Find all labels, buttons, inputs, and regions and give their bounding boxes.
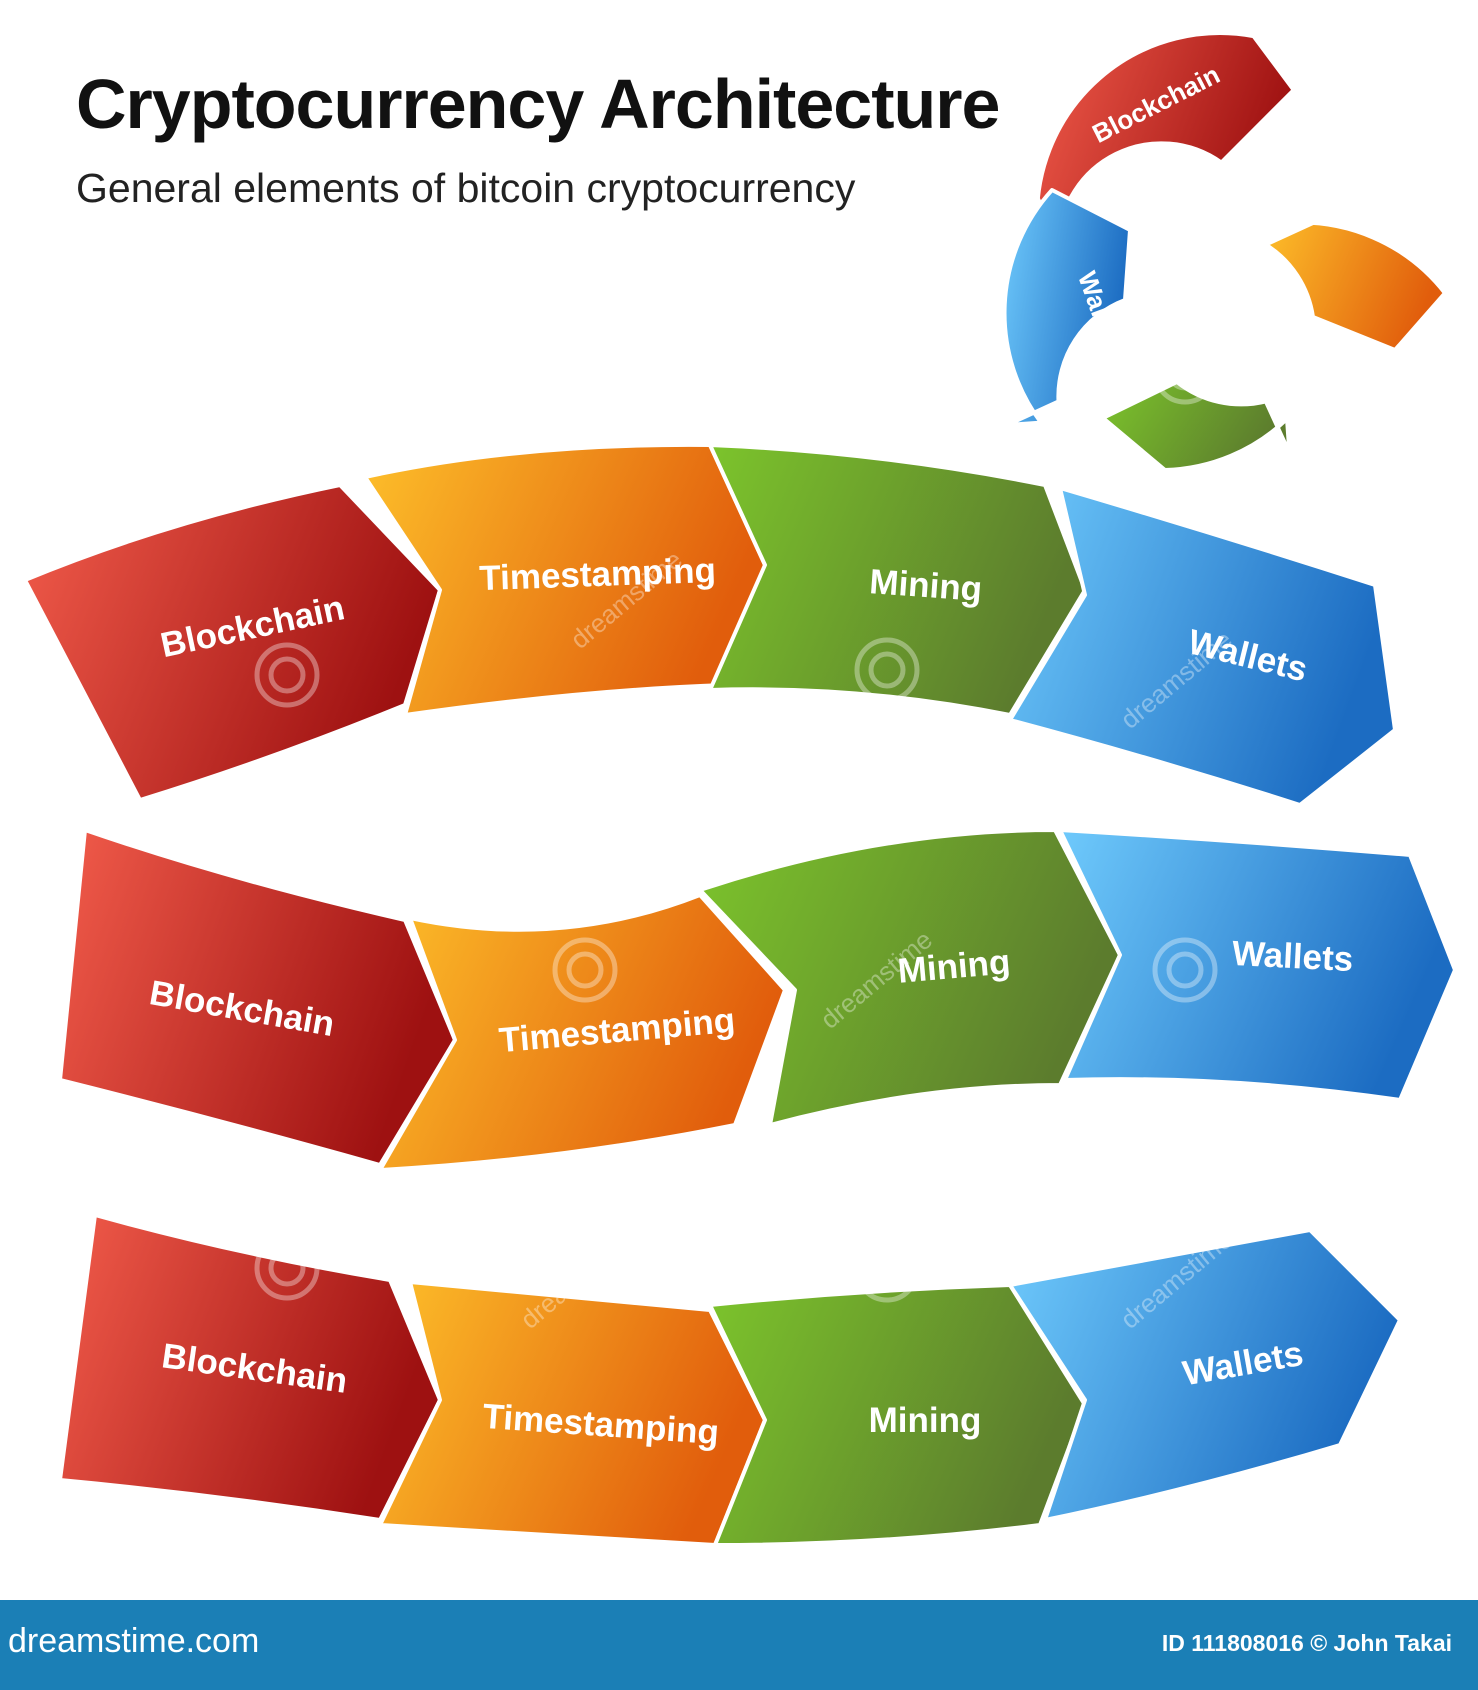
row1-arrow-wallets [1008,486,1397,807]
watermark-swirl-icon [1152,339,1218,405]
row2-arrow-timestamping [378,893,787,1172]
arrow-row-1: Blockchain Timestamping Mining Wallets [23,442,1397,807]
diagram-art: Blockchain Timestamping Mining Wallets B… [23,31,1457,1547]
cycle-diagram: Blockchain Timestamping Mining Wallets [1002,31,1447,472]
row1-label-timestamping: Timestamping [479,551,717,598]
row2-label-wallets: Wallets [1231,934,1354,979]
row2-arrow-wallets [1058,828,1457,1102]
arrow-row-2: Blockchain Timestamping Mining Wallets [58,828,1457,1172]
row3-arrow-wallets [1008,1228,1402,1522]
watermark-swirl-icon [254,642,320,708]
row1-label-mining: Mining [868,562,983,609]
row1-arrow-mining [708,443,1087,717]
row3-label-mining: Mining [869,1401,982,1440]
watermark-swirl-icon [1152,937,1218,1003]
watermark-swirl-icon [854,1237,920,1303]
cycle-segment-wallets [1002,188,1132,427]
cycle-segment-mining [1101,380,1292,472]
watermark-swirl-icon [854,637,920,703]
cycle-segment-timestamping [1263,219,1447,352]
page-title: Cryptocurrency Architecture [76,65,1000,143]
footer-image-id: ID 111808016 © John Takai [1161,1630,1452,1656]
footer-brand[interactable]: dreamstime.com [8,1622,260,1660]
arrow-row-3: Blockchain Timestamping Mining Wallets [58,1213,1402,1547]
watermark-swirl-icon [552,937,618,1003]
page-subtitle: General elements of bitcoin cryptocurren… [76,165,856,211]
footer-bar: dreamstime.com ID 111808016 © John Takai [0,1600,1478,1690]
row1-arrow-blockchain [23,483,442,802]
watermark-swirl-icon [254,1235,320,1301]
cycle-segment-blockchain [1032,31,1296,246]
row3-arrow-mining [708,1283,1087,1547]
